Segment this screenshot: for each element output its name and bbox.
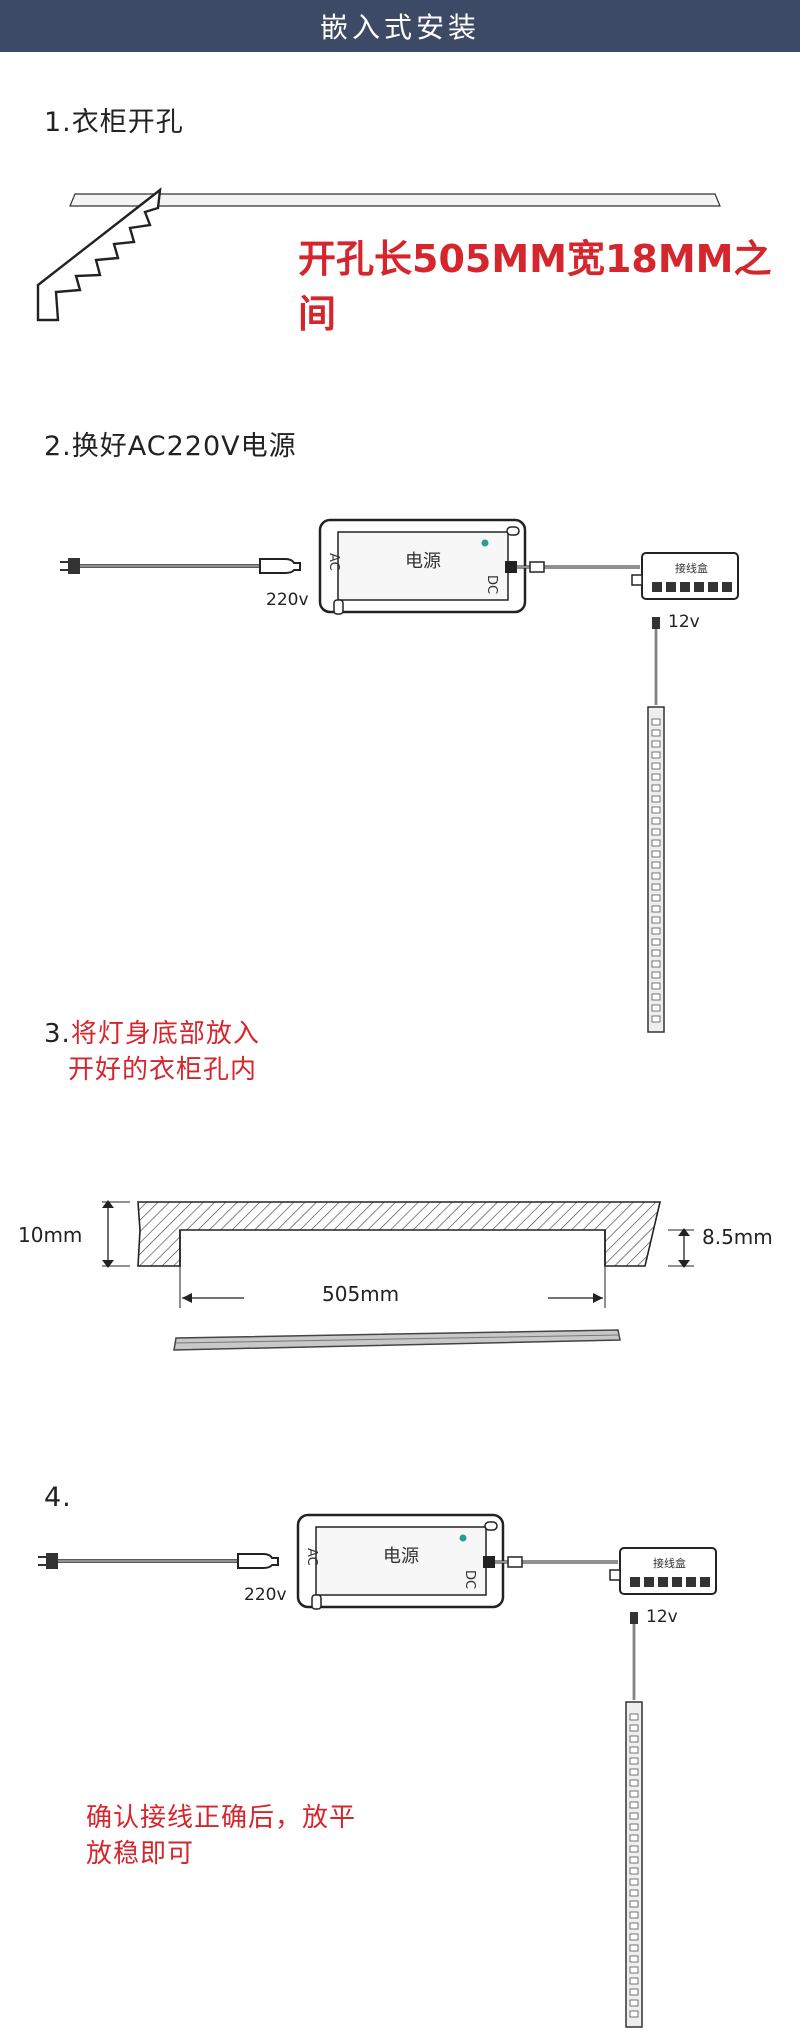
led-dot xyxy=(651,883,661,891)
led-dot xyxy=(651,982,661,990)
led-dot xyxy=(629,1867,639,1875)
led-dot xyxy=(629,1933,639,1941)
led-dot xyxy=(629,1779,639,1787)
led-dot xyxy=(651,729,661,737)
led-dot xyxy=(629,1889,639,1897)
led-dot xyxy=(651,1004,661,1012)
wiring-diagram-1: 电源 AC DC 220v 接线盒 12v xyxy=(60,518,739,1033)
psu-label: 电源 xyxy=(405,551,441,572)
led-dot xyxy=(629,1900,639,1908)
led-dot xyxy=(629,1955,639,1963)
led-dot xyxy=(629,1878,639,1886)
cabinet-board-section xyxy=(137,1201,662,1267)
step1-note: 开孔长505MM宽18MM之间 xyxy=(298,237,772,336)
dim-right-label: 8.5mm xyxy=(702,1225,773,1249)
led-dot xyxy=(651,718,661,726)
led-dot xyxy=(629,1735,639,1743)
led-dot xyxy=(651,993,661,1001)
led-dot xyxy=(651,795,661,803)
led-dot xyxy=(629,1801,639,1809)
led-dot xyxy=(651,784,661,792)
led-dot xyxy=(651,894,661,902)
voltage-out-label: 12v xyxy=(646,1607,678,1627)
led-dot xyxy=(651,949,661,957)
led-dot xyxy=(629,1746,639,1754)
dc-label: DC xyxy=(462,1570,477,1589)
led-strip xyxy=(173,1329,621,1351)
voltage-in-label: 220v xyxy=(266,590,309,610)
led-dot xyxy=(651,751,661,759)
led-dot xyxy=(651,828,661,836)
led-dot xyxy=(629,1944,639,1952)
plug-icon xyxy=(60,558,80,574)
psu-label: 电源 xyxy=(383,1546,419,1567)
led-dot xyxy=(651,927,661,935)
led-dot xyxy=(629,1922,639,1930)
saw-icon xyxy=(36,187,162,322)
led-dot xyxy=(651,960,661,968)
led-dot xyxy=(651,817,661,825)
led-dot xyxy=(629,1856,639,1864)
step4-note-line1: 确认接线正确后，放平 xyxy=(86,1803,357,1833)
dim-left-label: 10mm xyxy=(18,1223,82,1247)
led-dot xyxy=(629,1812,639,1820)
page-title: 嵌入式安装 xyxy=(319,11,480,44)
led-dot xyxy=(629,1790,639,1798)
led-dot xyxy=(629,1834,639,1842)
led-dot xyxy=(629,1845,639,1853)
led-dot xyxy=(629,1977,639,1985)
led-dot xyxy=(651,740,661,748)
saw-illustration xyxy=(36,187,721,322)
wiring-diagram-2: 电源 AC DC 220v 接线盒 12v xyxy=(38,1513,717,2028)
step4-number: 4. xyxy=(44,1482,72,1513)
junction-label: 接线盒 xyxy=(653,1556,686,1570)
ac-connector xyxy=(259,558,301,574)
led-dot xyxy=(651,762,661,770)
step1-title: 1.衣柜开孔 xyxy=(44,107,184,138)
voltage-out-label: 12v xyxy=(668,612,700,632)
led-dot xyxy=(629,2010,639,2018)
led-dot xyxy=(629,1768,639,1776)
led-dot xyxy=(629,1911,639,1919)
header-banner: 嵌入式安装 xyxy=(0,0,800,52)
led-dot xyxy=(629,1713,639,1721)
voltage-in-label: 220v xyxy=(244,1585,287,1605)
led-dot xyxy=(629,1823,639,1831)
ac-label: AC xyxy=(304,1548,319,1566)
junction-box xyxy=(619,1547,717,1595)
step3-line1: 将灯身底部放入 xyxy=(70,1019,260,1049)
led-dot xyxy=(651,773,661,781)
cross-section-diagram: 10mm 8.5mm 505mm xyxy=(18,1200,773,1351)
led-dot xyxy=(651,861,661,869)
dim-length-label: 505mm xyxy=(322,1282,399,1306)
led-dot xyxy=(651,916,661,924)
led-dot xyxy=(651,839,661,847)
step3-number: 3. xyxy=(44,1019,71,1049)
led-dot xyxy=(651,872,661,880)
cabinet-board xyxy=(69,193,721,207)
step4-note-line2: 放稳即可 xyxy=(86,1839,195,1869)
junction-label: 接线盒 xyxy=(675,561,708,575)
led-dot xyxy=(629,1999,639,2007)
led-bar-icon xyxy=(625,1701,643,2028)
junction-box xyxy=(641,552,739,600)
led-dot xyxy=(629,1966,639,1974)
led-dot xyxy=(651,806,661,814)
step3-instruction: 3.将灯身底部放入 开好的衣柜孔内 xyxy=(44,1016,260,1088)
dc-label: DC xyxy=(484,575,499,594)
step3-line2: 开好的衣柜孔内 xyxy=(68,1055,258,1085)
led-dot xyxy=(651,1015,661,1023)
step4-note: 确认接线正确后，放平 放稳即可 xyxy=(86,1800,356,1872)
led-bar-icon xyxy=(647,706,665,1033)
led-dot xyxy=(629,1757,639,1765)
led-dot xyxy=(651,905,661,913)
step2-title: 2.换好AC220V电源 xyxy=(44,431,297,462)
led-dot xyxy=(629,1988,639,1996)
led-dot xyxy=(651,850,661,858)
led-dot xyxy=(629,1724,639,1732)
led-dot xyxy=(651,938,661,946)
plug-icon xyxy=(38,1553,58,1569)
ac-label: AC xyxy=(326,553,341,571)
led-dot xyxy=(651,971,661,979)
